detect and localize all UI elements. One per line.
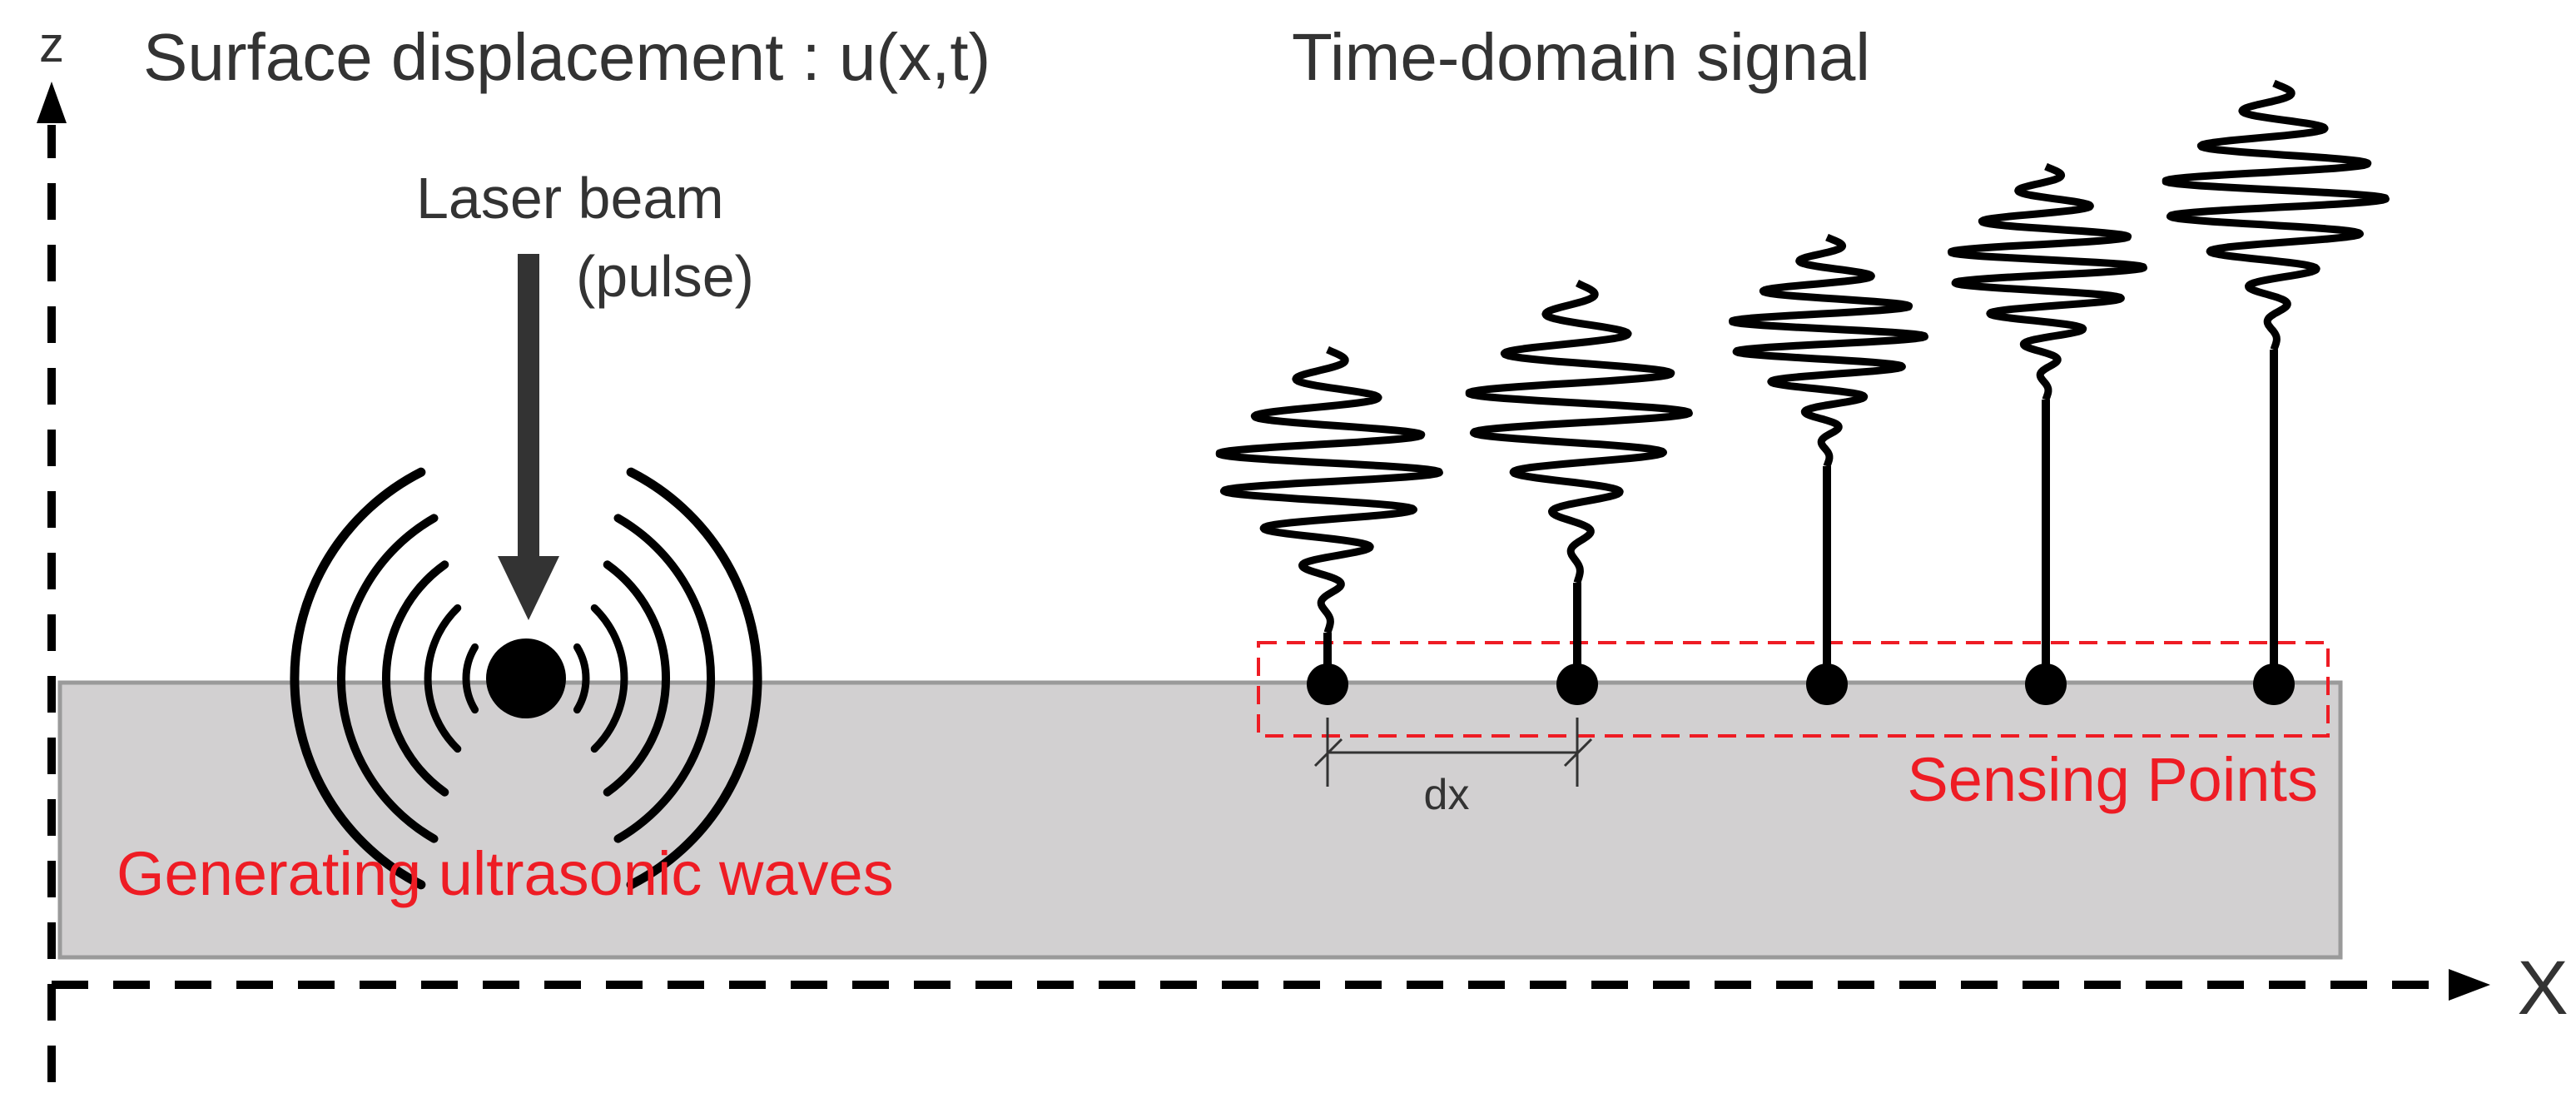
sensing-point-2 bbox=[1556, 663, 1598, 705]
ultrasonic-wave-fronts bbox=[290, 467, 762, 890]
signal-wavelet-2 bbox=[1465, 279, 1693, 586]
wave-front-left-3 bbox=[381, 560, 449, 797]
laser-label-line2: (pulse) bbox=[576, 244, 754, 309]
z-axis: z bbox=[37, 17, 67, 1082]
wave-front-right-2 bbox=[590, 604, 628, 753]
sensing-region-box bbox=[1257, 641, 2330, 738]
wave-front-left-5 bbox=[290, 467, 426, 890]
signal-wavelet-3 bbox=[1729, 233, 1928, 470]
time-domain-title: Time-domain signal bbox=[1292, 20, 1870, 94]
dx-label: dx bbox=[1424, 771, 1470, 819]
signal-wavelet-5 bbox=[2162, 79, 2390, 353]
wave-front-left-2 bbox=[424, 604, 462, 753]
dx-dimension bbox=[1313, 718, 1593, 787]
x-axis-arrowhead bbox=[2449, 969, 2490, 1001]
sensing-point-1 bbox=[1307, 663, 1348, 705]
x-axis: X bbox=[52, 946, 2569, 1031]
time-domain-signals bbox=[1215, 79, 2390, 705]
signal-wavelet-4 bbox=[1948, 162, 2147, 403]
wave-front-left-1 bbox=[462, 643, 479, 714]
wave-front-left-4 bbox=[336, 514, 439, 843]
wave-front-right-1 bbox=[573, 643, 590, 714]
z-axis-label: z bbox=[39, 17, 64, 72]
laser-beam-arrow bbox=[498, 254, 559, 620]
sensing-point-5 bbox=[2253, 663, 2295, 705]
z-axis-arrowhead bbox=[37, 82, 67, 123]
signal-wavelet-1 bbox=[1215, 345, 1443, 636]
wave-front-right-3 bbox=[603, 560, 671, 797]
generating-waves-label: Generating ultrasonic waves bbox=[117, 839, 894, 908]
surface-displacement-title: Surface displacement : u(x,t) bbox=[143, 20, 990, 94]
laser-label-line1: Laser beam bbox=[416, 166, 724, 231]
sensing-point-3 bbox=[1806, 663, 1848, 705]
wave-front-right-5 bbox=[626, 467, 762, 890]
sensing-points-label: Sensing Points bbox=[1907, 745, 2318, 814]
wave-front-right-4 bbox=[613, 514, 716, 843]
sensing-point-4 bbox=[2025, 663, 2067, 705]
x-axis-label: X bbox=[2517, 946, 2568, 1031]
laser-source-point bbox=[486, 638, 566, 718]
